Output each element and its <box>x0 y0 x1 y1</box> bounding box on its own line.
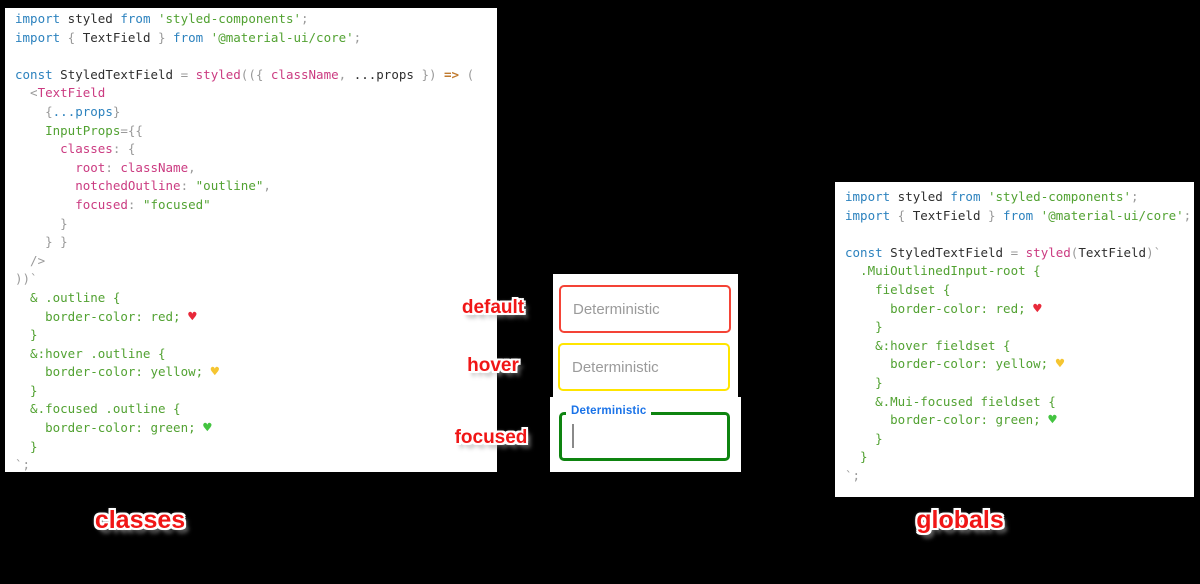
code-line: ))` <box>15 271 38 287</box>
code-line: fieldset { <box>845 281 951 297</box>
code-line: const StyledTextField = styled(({ classN… <box>15 66 475 82</box>
code-line: } <box>15 438 38 454</box>
code-line: border-color: yellow; ♥ <box>15 364 220 381</box>
code-line: .MuiOutlinedInput-root { <box>845 263 1041 279</box>
code-line: /> <box>15 252 46 268</box>
code-line: &.Mui-focused fieldset { <box>845 393 1056 409</box>
code-line: border-color: yellow; ♥ <box>845 356 1065 373</box>
textfield-focused[interactable] <box>559 412 730 461</box>
code-line: import { TextField } from '@material-ui/… <box>15 29 362 45</box>
code-line: } <box>845 430 883 446</box>
state-label-hover: hover <box>467 355 519 376</box>
code-line: const StyledTextField = styled(TextField… <box>845 244 1162 260</box>
code-line <box>15 47 497 66</box>
code-line: &.focused .outline { <box>15 401 181 417</box>
code-line: } } <box>15 234 68 250</box>
code-line: border-color: red; ♥ <box>845 300 1042 317</box>
state-label-focused: focused <box>454 427 528 448</box>
code-line: &:hover fieldset { <box>845 337 1011 353</box>
code-line: root: className, <box>15 159 196 175</box>
code-line: {...props} <box>15 103 121 119</box>
code-line: } <box>15 327 38 343</box>
textfield-focused-floating-label: Deterministic <box>566 405 652 417</box>
code-line: } <box>845 374 883 390</box>
textfield-hover[interactable] <box>558 343 730 391</box>
code-line: } <box>15 382 38 398</box>
state-label-default: default <box>461 297 525 318</box>
code-line: & .outline { <box>15 289 121 305</box>
code-line: `; <box>15 457 31 473</box>
code-line: import { TextField } from '@material-ui/… <box>845 207 1192 223</box>
code-line <box>845 225 1194 244</box>
code-line: <TextField <box>15 85 106 101</box>
text-caret <box>572 424 574 448</box>
code-line: border-color: green; ♥ <box>845 412 1057 429</box>
code-line: &:hover .outline { <box>15 345 166 361</box>
classes-code-panel: import styled from 'styled-components'; i… <box>5 8 497 472</box>
code-line: } <box>845 449 868 465</box>
code-line: import styled from 'styled-components'; <box>15 11 309 26</box>
textfield-default[interactable] <box>559 285 731 333</box>
code-line: `; <box>845 467 861 483</box>
code-line: InputProps={{ <box>15 122 143 138</box>
code-block-globals: import styled from 'styled-components'; i… <box>835 182 1194 486</box>
code-line: border-color: green; ♥ <box>15 420 212 437</box>
code-line: } <box>845 319 883 335</box>
code-line: border-color: red; ♥ <box>15 308 197 325</box>
code-line: import styled from 'styled-components'; <box>845 189 1139 204</box>
code-line: notchedOutline: "outline", <box>15 178 271 194</box>
code-block-classes: import styled from 'styled-components'; i… <box>5 8 497 475</box>
globals-code-panel: import styled from 'styled-components'; i… <box>835 182 1194 497</box>
code-line: focused: "focused" <box>15 196 211 212</box>
caption-globals: globals <box>916 506 1004 534</box>
caption-classes: classes <box>94 506 186 534</box>
code-line: classes: { <box>15 141 136 157</box>
code-line: } <box>15 215 68 231</box>
